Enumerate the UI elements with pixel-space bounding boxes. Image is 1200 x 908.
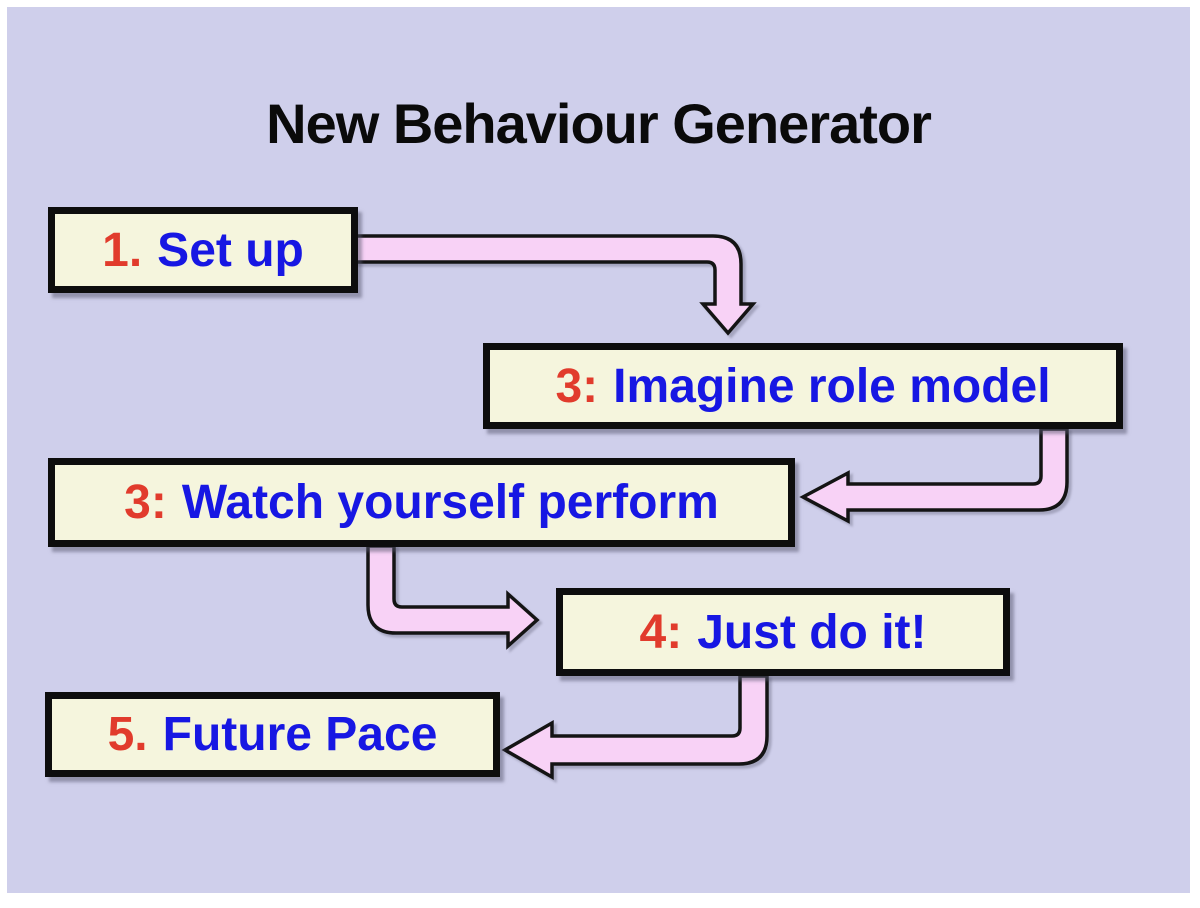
step-number: 5. — [107, 708, 148, 761]
step-number: 3: — [555, 359, 599, 413]
step-label: Watch yourself perform — [181, 476, 719, 529]
step-box-just-do-it: 4: Just do it! — [556, 588, 1010, 676]
step-box-set-up: 1. Set up — [48, 207, 358, 293]
step-box-watch-yourself-perform: 3: Watch yourself perform — [48, 458, 795, 547]
step-number: 3: — [124, 476, 167, 529]
step-label: Set up — [157, 223, 304, 277]
step-label: Just do it! — [697, 605, 927, 659]
step-box-imagine-role-model: 3: Imagine role model — [483, 343, 1123, 429]
step-number: 1. — [102, 223, 143, 277]
step-label: Future Pace — [162, 708, 438, 761]
step-label: Imagine role model — [613, 359, 1051, 413]
step-box-future-pace: 5. Future Pace — [45, 692, 500, 777]
diagram-title: New Behaviour Generator — [266, 92, 932, 155]
step-number: 4: — [639, 605, 683, 659]
